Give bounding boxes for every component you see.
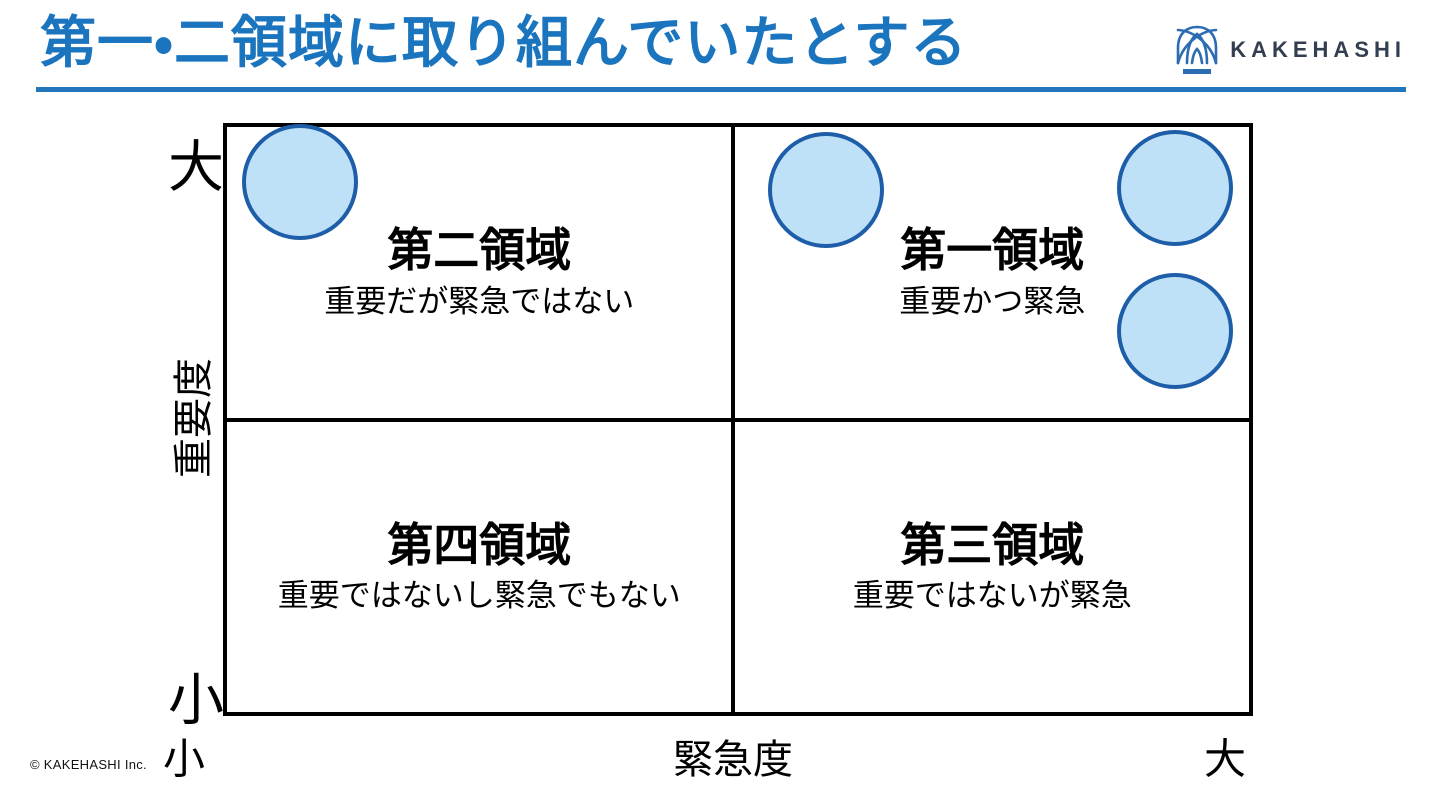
y-axis-max-label: 大 bbox=[168, 135, 224, 199]
quadrant-4-title: 第四領域 bbox=[387, 518, 572, 571]
quadrant-3: 第三領域 重要ではないが緊急 bbox=[735, 422, 1249, 712]
task-circle bbox=[1117, 130, 1233, 246]
quadrant-1-subtitle: 重要かつ緊急 bbox=[899, 283, 1086, 319]
task-circle bbox=[768, 132, 884, 248]
task-circle bbox=[1117, 273, 1233, 389]
y-axis-title: 重要度 bbox=[172, 358, 216, 478]
page-title: 第一・二領域に取り組んでいたとする bbox=[40, 11, 968, 74]
quadrant-4: 第四領域 重要ではないし緊急でもない bbox=[227, 421, 736, 712]
x-axis-title: 緊急度 bbox=[673, 738, 793, 782]
quadrant-2: 第二領域 重要だが緊急ではない bbox=[227, 127, 736, 422]
kakehashi-logo: KAKEHASHI bbox=[1174, 24, 1406, 76]
copyright: © KAKEHASHI Inc. bbox=[30, 757, 147, 772]
x-axis-min-label: 小 bbox=[162, 735, 206, 783]
task-circle bbox=[242, 124, 358, 240]
quadrant-3-subtitle: 重要ではないが緊急 bbox=[852, 578, 1132, 614]
y-axis-min-label: 小 bbox=[168, 668, 224, 732]
quadrant-1-title: 第一領域 bbox=[900, 224, 1085, 277]
quadrant-1: 第一領域 重要かつ緊急 bbox=[735, 127, 1249, 422]
quadrant-3-title: 第三領域 bbox=[900, 518, 1085, 571]
quadrant-2-subtitle: 重要だが緊急ではない bbox=[324, 283, 635, 319]
x-axis-max-label: 大 bbox=[1203, 735, 1247, 783]
quadrant-4-subtitle: 重要ではないし緊急でもない bbox=[277, 578, 681, 614]
kakehashi-logo-text: KAKEHASHI bbox=[1230, 37, 1406, 62]
quadrant-2-title: 第二領域 bbox=[387, 224, 572, 277]
eisenhower-matrix: 第二領域 重要だが緊急ではない 第一領域 重要かつ緊急 第四領域 重要ではないし… bbox=[223, 123, 1253, 716]
kakehashi-arch-icon bbox=[1176, 25, 1218, 74]
title-underline bbox=[36, 87, 1406, 92]
